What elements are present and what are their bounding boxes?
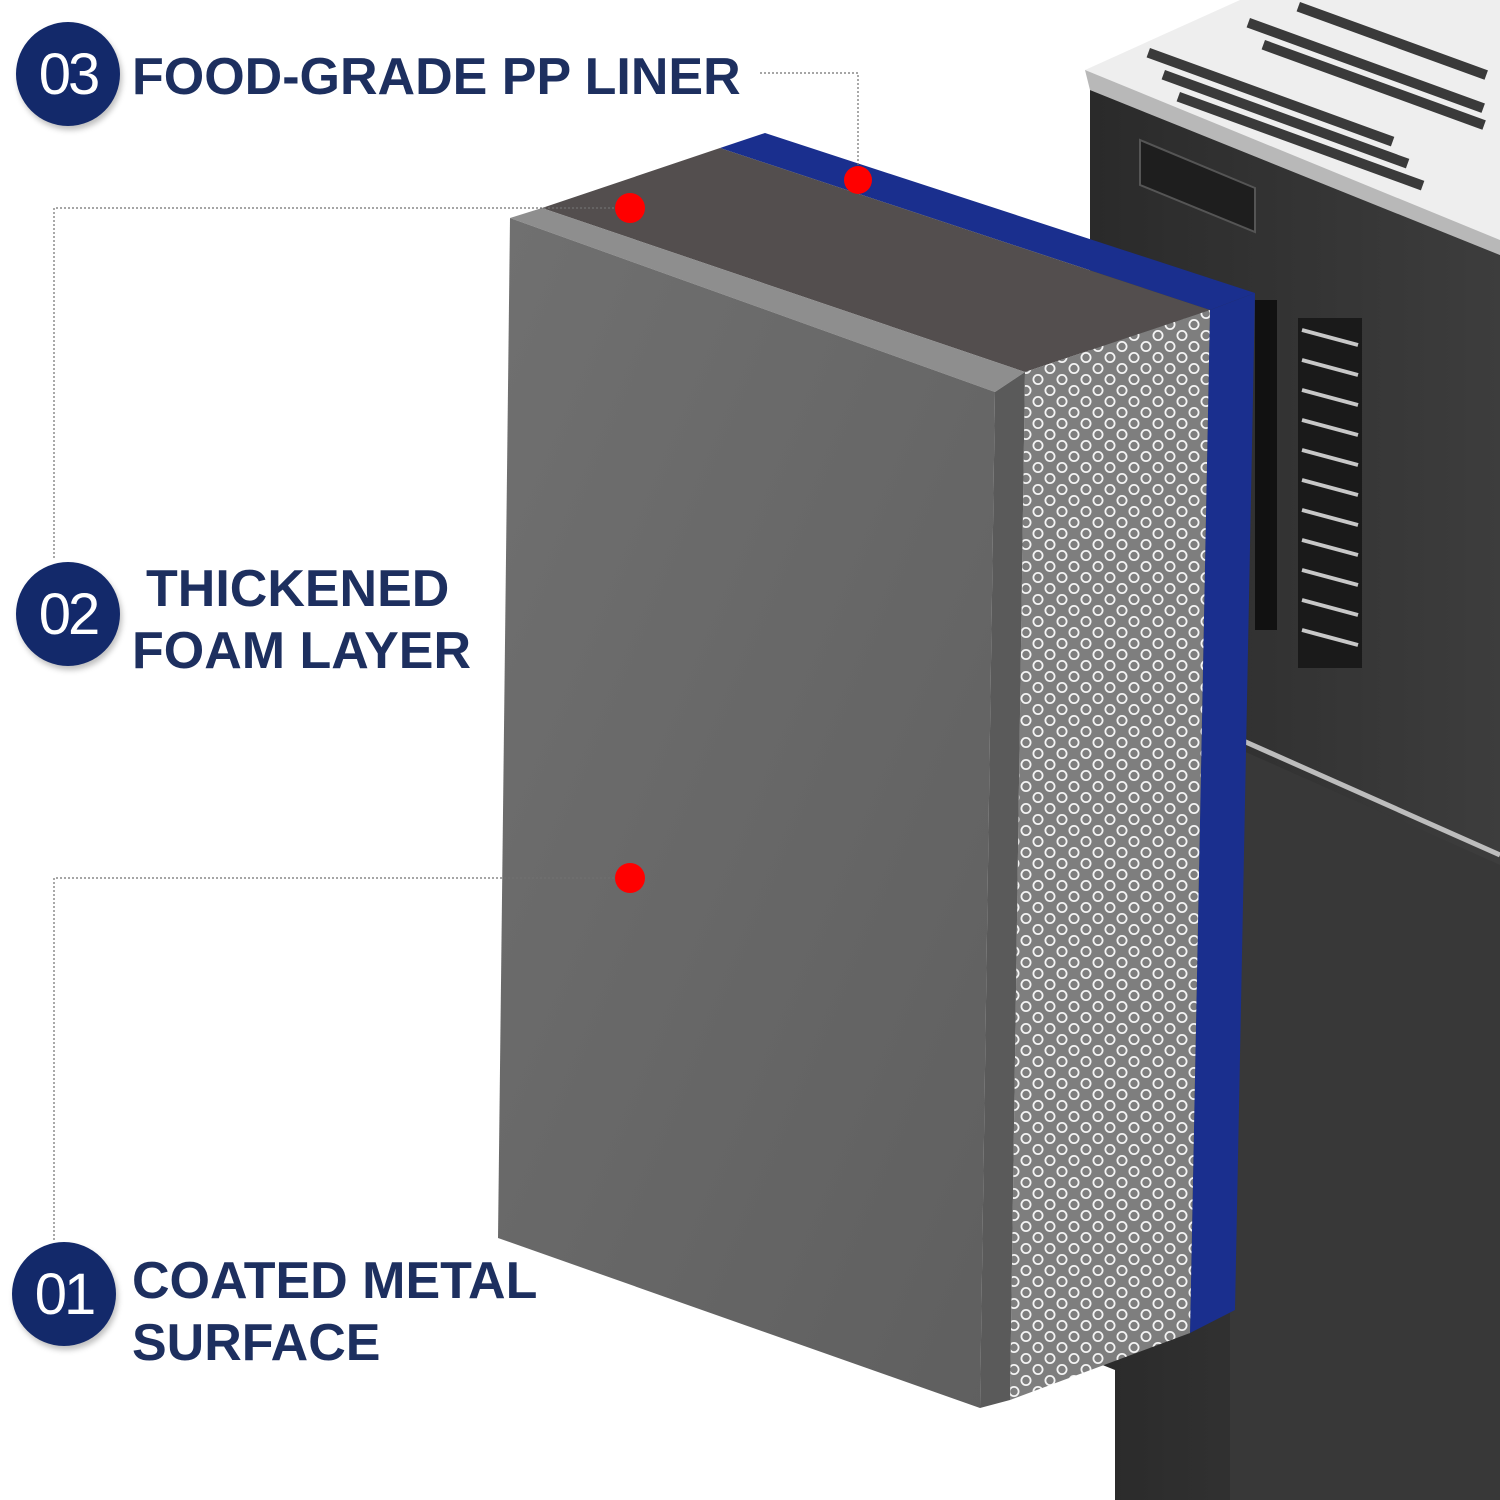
leader-line-metal: [53, 877, 630, 1240]
leader-lines: [53, 72, 859, 1240]
marker-liner: [844, 166, 872, 194]
label-line: COATED METAL: [132, 1252, 538, 1310]
layer-badge-02: 02: [16, 562, 120, 666]
foam-top-face: [542, 148, 1210, 372]
appliance-top-vents: [1146, 2, 1488, 191]
layer-label-foam: THICKENED FOAM LAYER: [132, 558, 471, 682]
leader-line-liner: [760, 72, 859, 180]
appliance-door-seam: [1228, 732, 1500, 858]
foam-side-face: [1010, 310, 1210, 1400]
label-line: THICKENED: [146, 560, 450, 618]
label-line: SURFACE: [132, 1314, 381, 1372]
wall-section-block: [498, 133, 1255, 1408]
appliance-side-vents-left: [1255, 300, 1277, 630]
metal-top-bevel: [510, 208, 1025, 392]
layer-label-liner: FOOD-GRADE PP LINER: [132, 46, 741, 108]
appliance-lower-door: [1230, 745, 1500, 1500]
metal-side-bevel: [980, 372, 1025, 1408]
label-line: FOOD-GRADE PP LINER: [132, 48, 741, 106]
leader-line-foam: [53, 207, 630, 560]
layer-badge-01: 01: [12, 1242, 116, 1346]
layer-label-metal: COATED METAL SURFACE: [132, 1250, 537, 1374]
marker-metal: [615, 863, 645, 893]
liner-side-edge: [1190, 293, 1255, 1333]
appliance-handle: [1139, 138, 1256, 234]
label-line: FOAM LAYER: [132, 622, 471, 680]
layer-markers: [615, 166, 872, 893]
metal-front-face: [498, 218, 995, 1408]
appliance-side-vents-right: [1298, 318, 1362, 668]
layer-badge-03: 03: [16, 22, 120, 126]
appliance-top-rim: [1085, 70, 1500, 255]
marker-foam: [615, 193, 645, 223]
